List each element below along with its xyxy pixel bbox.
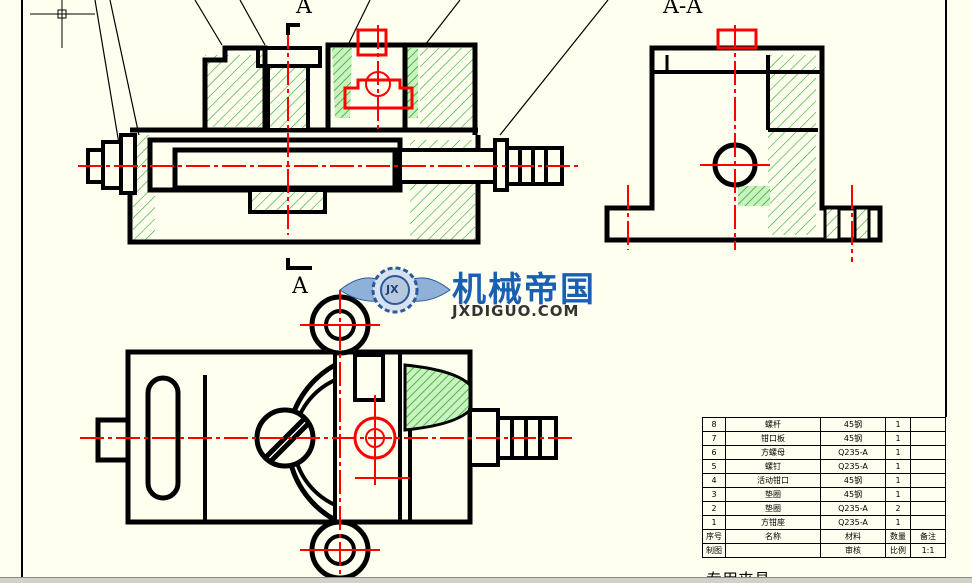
bom-cell: 1 — [885, 487, 911, 502]
bom-cell: Q235-A — [820, 501, 886, 516]
top-view — [80, 290, 572, 581]
bom-cell — [910, 515, 946, 530]
bom-cell — [910, 417, 946, 432]
section-mark-bottom-label: A — [292, 274, 308, 299]
bom-cell: 制图 — [702, 543, 726, 558]
bom-cell: 垫圈 — [725, 487, 821, 502]
bom-cell: 备注 — [910, 529, 946, 544]
bom-cell: 活动钳口 — [725, 473, 821, 488]
bom-cell — [910, 459, 946, 474]
bom-cell: 1 — [885, 459, 911, 474]
bom-cell — [910, 487, 946, 502]
bom-cell — [910, 445, 946, 460]
status-bar — [0, 577, 972, 583]
bom-cell: Q235-A — [820, 515, 886, 530]
bom-cell: 比例 — [885, 543, 911, 558]
bom-cell: 45钢 — [820, 417, 886, 432]
bom-cell: 1 — [885, 473, 911, 488]
bom-cell: Q235-A — [820, 445, 886, 460]
bom-cell: 1 — [885, 417, 911, 432]
watermark-logo-text: JX — [386, 283, 399, 296]
bom-cell: 5 — [702, 459, 726, 474]
section-view-title: A-A — [663, 0, 703, 19]
bom-cell: Q235-A — [820, 459, 886, 474]
bom-cell: 1 — [885, 515, 911, 530]
bom-cell: 1 — [702, 515, 726, 530]
bom-cell — [910, 501, 946, 516]
bom-cell: 45钢 — [820, 487, 886, 502]
bom-cell: 方螺母 — [725, 445, 821, 460]
bom-cell: 螺钉 — [725, 459, 821, 474]
watermark-brand: 机械帝国 — [452, 270, 596, 310]
watermark-logo — [339, 266, 451, 314]
bom-cell: 方钳座 — [725, 515, 821, 530]
bom-cell: 45钢 — [820, 473, 886, 488]
bom-cell: 螺杆 — [725, 417, 821, 432]
bom-cell: 8 — [702, 417, 726, 432]
bom-cell: 4 — [702, 473, 726, 488]
bom-cell: 6 — [702, 445, 726, 460]
bom-cell: 材料 — [820, 529, 886, 544]
bom-cell: 3 — [702, 487, 726, 502]
drawing-frame — [21, 0, 947, 577]
bom-cell: 2 — [702, 501, 726, 516]
bom-cell: 1 — [885, 431, 911, 446]
bom-cell — [910, 473, 946, 488]
bom-cell: 数量 — [885, 529, 911, 544]
section-mark-top-label: A — [296, 0, 312, 19]
bom-cell: 1 — [885, 445, 911, 460]
bom-cell: 1:1 — [910, 543, 946, 558]
bom-cell: 审核 — [820, 543, 886, 558]
bom-header-row: 序号名称材料数量备注 — [702, 529, 946, 544]
bom-cell: 2 — [885, 501, 911, 516]
bom-cell — [910, 431, 946, 446]
bom-cell: 45钢 — [820, 431, 886, 446]
bom-cell: 序号 — [702, 529, 726, 544]
bom-cell — [725, 543, 821, 558]
leader-lines — [94, 0, 609, 151]
bom-cell: 名称 — [725, 529, 821, 544]
front-section-view — [78, 23, 578, 270]
bom-cell: 钳口板 — [725, 431, 821, 446]
side-section-view — [604, 25, 883, 262]
watermark-url: JXDIGUO.COM — [452, 302, 580, 320]
bom-cell: 垫圈 — [725, 501, 821, 516]
bom-cell: 7 — [702, 431, 726, 446]
